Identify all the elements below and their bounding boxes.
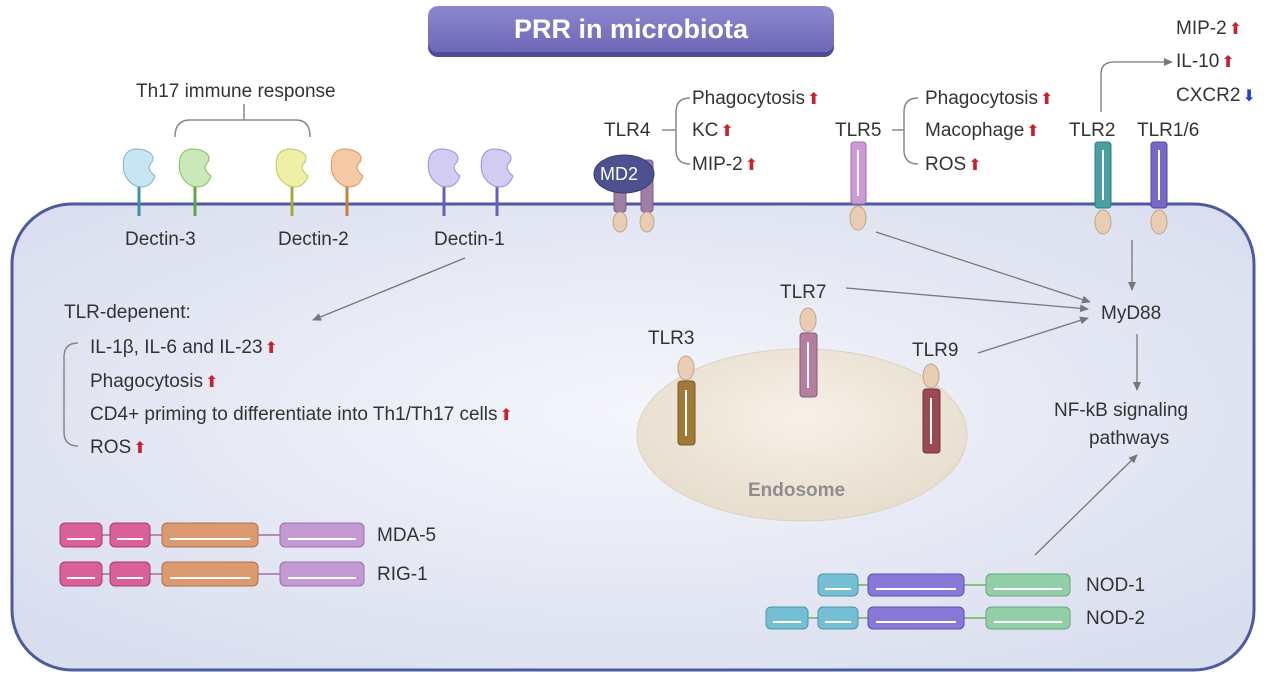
tlr5-effect-macophage: Macophage: [925, 121, 1040, 140]
rig1-domains: [59, 561, 365, 587]
tlr7-label: TLR7: [780, 282, 827, 303]
md2-label: MD2: [600, 164, 639, 184]
tlr5-label: TLR5: [835, 120, 882, 141]
tlr2-label: TLR2: [1069, 120, 1116, 141]
tlr5-bracket: [892, 97, 919, 165]
tlr-dependent-item-phagocytosis: Phagocytosis: [90, 372, 218, 391]
diagram-title: PRR in microbiota: [428, 6, 834, 52]
dectin-1-receptor: [427, 148, 514, 216]
tlr2-effects-arrow: [1100, 58, 1173, 112]
tlr4-effect-mip2: MIP-2: [692, 155, 758, 174]
tlr9-label: TLR9: [912, 340, 959, 361]
tlr16-label: TLR1/6: [1137, 120, 1200, 141]
nfkb-label-line1: NF-kB signaling: [1054, 400, 1189, 421]
nod1-label: NOD-1: [1086, 575, 1146, 596]
nfkb-label-line2: pathways: [1089, 428, 1170, 449]
tlr9-to-myd88-arrow: [977, 316, 1089, 354]
tlr2-effect-cxcr2: CXCR2: [1176, 86, 1256, 105]
tlr-dependent-heading: TLR-depenent:: [64, 302, 191, 323]
tlr4-label: TLR4: [604, 120, 651, 141]
nod1-domains: [817, 573, 1071, 597]
tlr5-receptor: [849, 141, 867, 231]
tlr9-receptor: [922, 363, 941, 454]
tlr4-effect-kc: KC: [692, 121, 734, 140]
nod2-domains: [765, 606, 1071, 630]
endosome-label: Endosome: [748, 480, 846, 501]
dectin-3-label: Dectin-3: [125, 229, 196, 250]
dectin1-arrow: [312, 257, 466, 321]
dectin-2-receptor: [275, 148, 364, 216]
tlr-dependent-item-cd4: CD4+ priming to differentiate into Th1/T…: [90, 405, 513, 424]
myd88-label: MyD88: [1101, 303, 1162, 324]
tlr4-receptor: [593, 154, 655, 233]
th17-label: Th17 immune response: [136, 81, 336, 102]
tlr4-bracket: [662, 97, 691, 165]
mda5-domains: [59, 522, 365, 548]
tlr2-receptor: [1094, 141, 1112, 235]
tlr5-to-myd88-arrow: [875, 231, 1091, 304]
tlr2-effect-il10: IL-10: [1176, 52, 1235, 71]
tlr2-effect-mip2: MIP-2: [1176, 19, 1242, 38]
mda5-label: MDA-5: [377, 525, 437, 546]
tlr7-to-myd88-arrow: [845, 287, 1089, 313]
tlr3-label: TLR3: [648, 328, 695, 349]
dectin-2-label: Dectin-2: [278, 229, 349, 250]
rig1-label: RIG-1: [377, 564, 428, 585]
nod-to-nfkb-arrow: [1034, 454, 1138, 556]
th17-bracket: [174, 104, 311, 138]
nod2-label: NOD-2: [1086, 608, 1146, 629]
dectin-3-receptor: [122, 148, 212, 216]
tlr5-effect-ros: ROS: [925, 155, 982, 174]
tlr7-receptor: [799, 307, 818, 398]
tlr3-receptor: [677, 355, 696, 446]
tlr-dependent-item-ros: ROS: [90, 438, 147, 457]
tlr4-effect-phagocytosis: Phagocytosis: [692, 89, 820, 108]
tlr-dependent-item-cytokines: IL-1β, IL-6 and IL-23: [90, 338, 278, 357]
tlr16-receptor: [1150, 141, 1168, 235]
cell-membrane: [10, 202, 1256, 672]
tlr-dependent-bracket: [63, 342, 79, 447]
dectin-1-label: Dectin-1: [434, 229, 505, 250]
md2-protein: [593, 154, 655, 194]
tlr5-effect-phagocytosis: Phagocytosis: [925, 89, 1053, 108]
